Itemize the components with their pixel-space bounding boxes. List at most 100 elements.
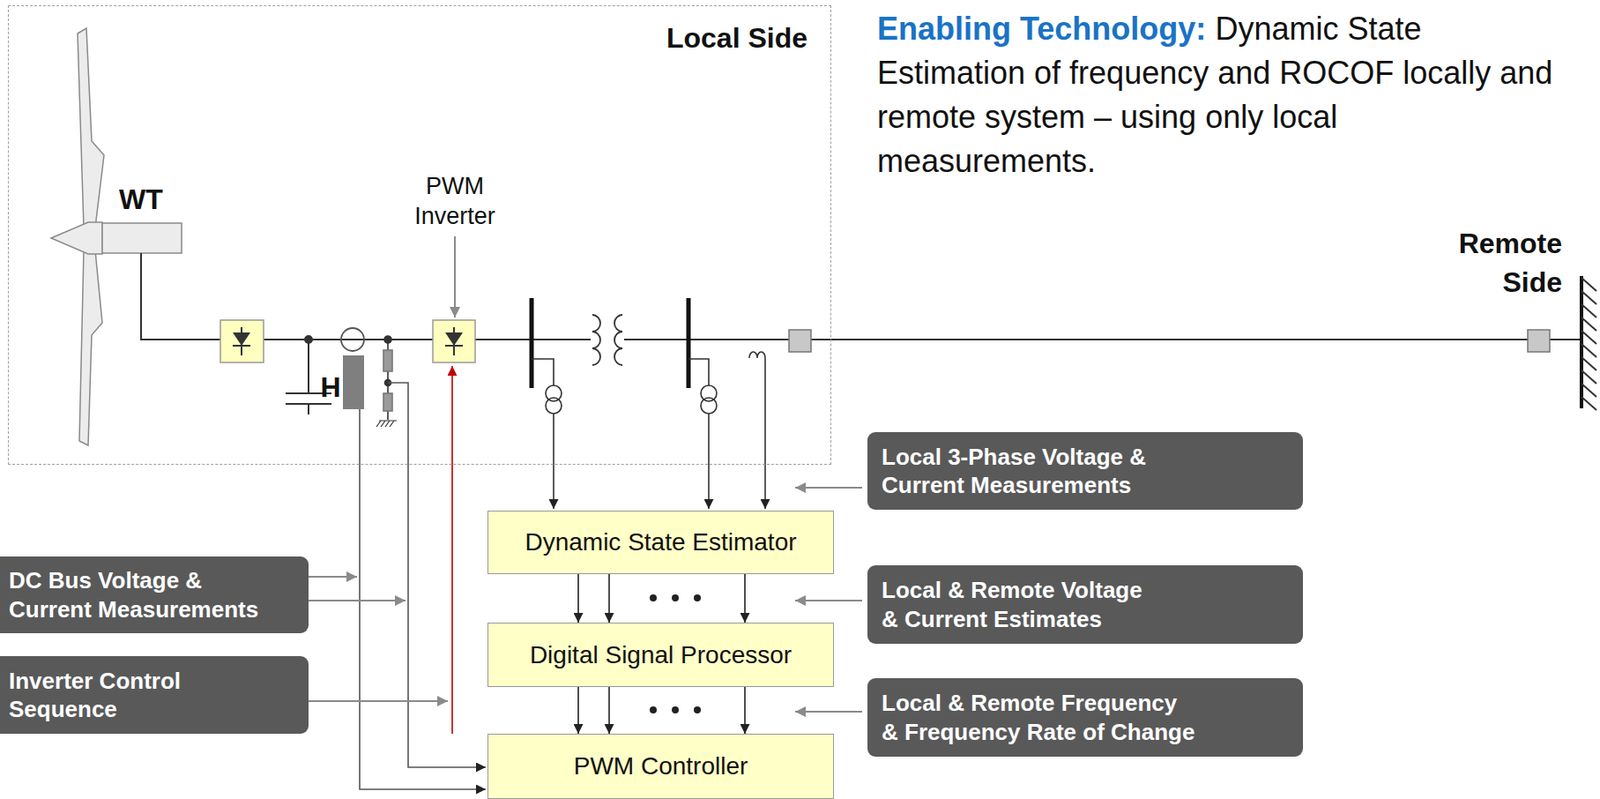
voltage-divider — [376, 420, 397, 427]
inverter-symbol — [432, 320, 476, 363]
inverter-symbol — [445, 327, 463, 356]
callout-box: Local & Remote Frequency & Frequency Rat… — [867, 677, 1303, 757]
process-box: PWM Controller — [487, 733, 834, 799]
node-text: Inverter Control Sequence — [8, 666, 295, 724]
callout-box: DC Bus Voltage & Current Measurements — [0, 556, 309, 633]
voltage-divider — [383, 393, 393, 411]
instrument-transformer — [707, 413, 710, 509]
circuit-breaker — [1527, 329, 1550, 352]
local-side-region: Local SideH — [7, 5, 832, 465]
node-text: Digital Signal Processor — [529, 640, 792, 670]
transformer-symbol — [592, 314, 601, 365]
signal-arrow — [577, 686, 580, 734]
power-wire — [531, 338, 591, 341]
remote-grid-bus — [1581, 277, 1597, 410]
instrument-transformer — [545, 385, 562, 402]
signal-arrow — [608, 573, 611, 623]
hall-sensor — [341, 327, 365, 351]
part-label: PWM Inverter — [397, 171, 513, 231]
callout-box: Inverter Control Sequence — [0, 655, 309, 734]
node-text: Dynamic State Estimator — [524, 528, 797, 557]
circuit-breaker — [788, 329, 812, 352]
continuation-dots — [671, 594, 679, 602]
remote-grid-bus — [1581, 275, 1597, 410]
transformer-symbol — [592, 314, 623, 365]
rectifier-symbol — [232, 332, 251, 346]
instrument-transformer — [545, 397, 562, 414]
circuit-breaker — [788, 329, 1550, 352]
hall-sensor — [341, 327, 365, 351]
remote-grid-bus — [1581, 317, 1597, 331]
remote-grid-bus — [1579, 275, 1584, 409]
side-label: Remote Side — [1412, 223, 1563, 302]
pointer-arrow — [453, 236, 456, 318]
remote-grid-bus — [1581, 357, 1597, 371]
power-wire — [624, 338, 689, 341]
node-text: Local & Remote Frequency & Frequency Rat… — [881, 688, 1289, 746]
instrument-transformer — [531, 358, 554, 386]
callout-arrow — [308, 487, 863, 712]
callout-arrow — [795, 486, 863, 489]
callout-arrow — [795, 710, 863, 713]
power-wire — [141, 253, 1582, 340]
signal-arrow — [744, 686, 746, 734]
voltage-divider — [376, 335, 397, 427]
continuation-dots — [693, 594, 701, 602]
instrument-transformer — [700, 397, 717, 414]
callout-arrow — [308, 575, 358, 578]
continuation-dots — [671, 706, 679, 714]
wind-turbine — [51, 28, 182, 446]
wind-turbine — [51, 222, 103, 254]
highlight-label: Enabling Technology: — [877, 10, 1206, 47]
process-box: Digital Signal Processor — [487, 622, 834, 687]
wind-turbine — [77, 28, 105, 228]
node-text: Local 3-Phase Voltage & Current Measurem… — [881, 442, 1289, 500]
rectifier-symbol — [220, 320, 264, 363]
instrument-transformer — [531, 358, 717, 509]
remote-grid-bus — [1581, 370, 1597, 384]
node-text: DC Bus Voltage & Current Measurements — [8, 565, 295, 624]
gate-signal — [451, 365, 454, 734]
node-text: PWM Controller — [573, 751, 749, 781]
current-sensor — [749, 351, 766, 509]
transformer-symbol — [614, 314, 623, 365]
callout-arrow — [308, 699, 448, 702]
remote-grid-bus — [1581, 304, 1597, 318]
busbar — [529, 297, 535, 388]
callout-box: Local 3-Phase Voltage & Current Measurem… — [867, 431, 1303, 510]
rectifier-symbol — [220, 320, 264, 363]
inverter-symbol — [445, 332, 463, 346]
callout-arrow — [795, 599, 863, 602]
process-box: Dynamic State Estimator — [487, 510, 834, 574]
measurement-wire — [387, 382, 486, 767]
part-label: WT — [119, 181, 190, 217]
hall-sensor-box: H — [342, 355, 365, 410]
continuation-dots — [649, 706, 657, 714]
measurement-wire — [359, 377, 486, 789]
instrument-transformer — [552, 413, 555, 509]
remote-grid-bus — [1581, 343, 1597, 358]
callout-arrow — [308, 599, 406, 602]
pointer-arrow — [453, 236, 456, 318]
signal-arrow — [608, 686, 611, 734]
voltage-divider — [383, 349, 393, 372]
node-text: Local & Remote Voltage & Current Estimat… — [881, 575, 1289, 633]
inverter-symbol — [432, 320, 476, 363]
wind-turbine — [102, 223, 182, 254]
callout-box: Local & Remote Voltage & Current Estimat… — [867, 565, 1303, 644]
remote-grid-bus — [1581, 277, 1597, 291]
continuation-dots — [649, 594, 657, 602]
node-text: Local Side — [666, 22, 808, 55]
gate-signal — [451, 365, 454, 734]
remote-grid-bus — [1581, 396, 1597, 410]
instrument-transformer — [688, 358, 709, 386]
continuation-dots — [693, 706, 701, 714]
current-sensor — [764, 357, 767, 509]
signal-arrow — [744, 573, 746, 623]
instrument-transformer — [700, 385, 717, 402]
remote-grid-bus — [1581, 383, 1597, 397]
remote-grid-bus — [1581, 290, 1597, 305]
measurement-wire — [359, 377, 486, 789]
wind-turbine — [79, 250, 103, 446]
current-sensor — [749, 351, 766, 358]
